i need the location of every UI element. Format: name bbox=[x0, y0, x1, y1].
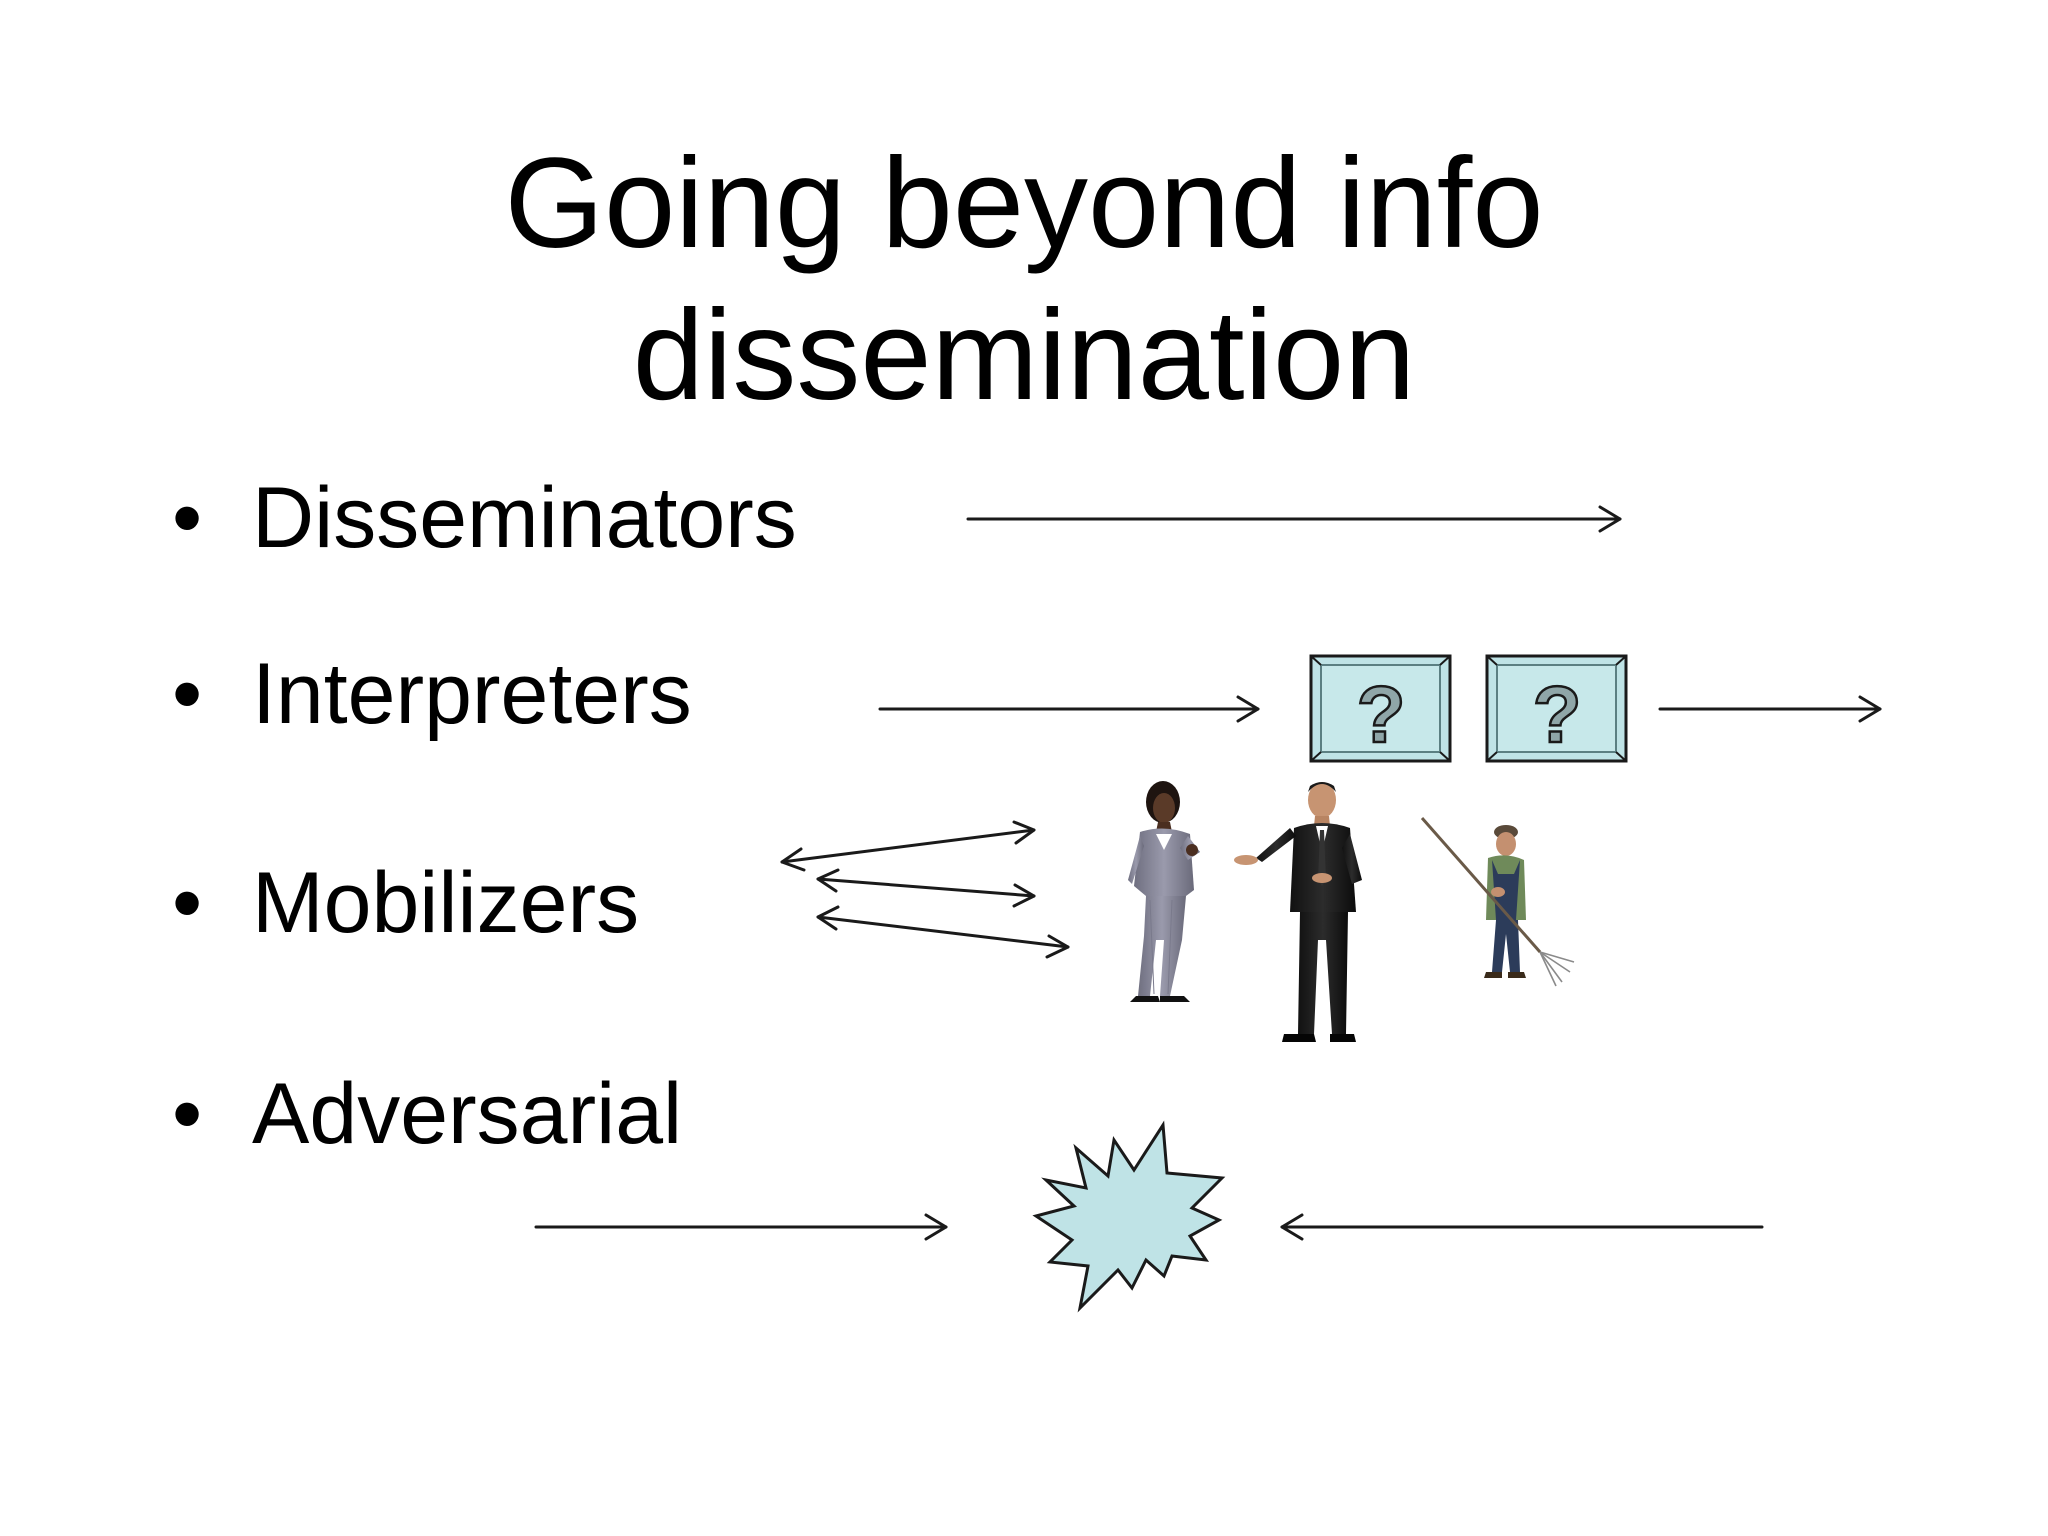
bullet-label-mobilizers: Mobilizers bbox=[252, 855, 640, 951]
question-box-icon: ? bbox=[1485, 654, 1628, 763]
person-businesswoman-icon bbox=[1128, 781, 1200, 1002]
explosion-burst-icon bbox=[1032, 1120, 1226, 1313]
question-box-icon: ? bbox=[1309, 654, 1452, 763]
arrow-right-icon bbox=[534, 1213, 948, 1241]
arrow-right-icon bbox=[966, 505, 1622, 533]
arrow-right-icon bbox=[878, 695, 1260, 723]
bullet-dot: • bbox=[172, 470, 203, 566]
title-line-2: dissemination bbox=[632, 284, 1416, 427]
bullet-mobilizers: • Mobilizers bbox=[172, 853, 639, 953]
double-arrow-icon bbox=[816, 905, 1070, 959]
bullet-label-adversarial: Adversarial bbox=[252, 1066, 683, 1162]
bullet-adversarial: • Adversarial bbox=[172, 1064, 682, 1164]
bullet-disseminators: • Disseminators bbox=[172, 468, 797, 568]
bullet-dot: • bbox=[172, 1066, 203, 1162]
double-arrow-icon bbox=[780, 820, 1036, 872]
person-farmer-icon bbox=[1420, 817, 1575, 987]
question-mark: ? bbox=[1533, 670, 1582, 759]
person-businessman-icon bbox=[1234, 782, 1362, 1042]
double-arrow-icon bbox=[816, 868, 1036, 908]
arrow-right-icon bbox=[1658, 695, 1882, 723]
question-mark: ? bbox=[1357, 670, 1406, 759]
bullet-label-interpreters: Interpreters bbox=[252, 646, 692, 742]
bullet-label-disseminators: Disseminators bbox=[252, 470, 797, 566]
bullet-dot: • bbox=[172, 855, 203, 951]
page-title: Going beyond info dissemination bbox=[0, 128, 2048, 432]
bullet-dot: • bbox=[172, 646, 203, 742]
arrow-left-icon bbox=[1280, 1213, 1764, 1241]
title-line-1: Going beyond info bbox=[504, 132, 1544, 275]
bullet-interpreters: • Interpreters bbox=[172, 644, 692, 744]
